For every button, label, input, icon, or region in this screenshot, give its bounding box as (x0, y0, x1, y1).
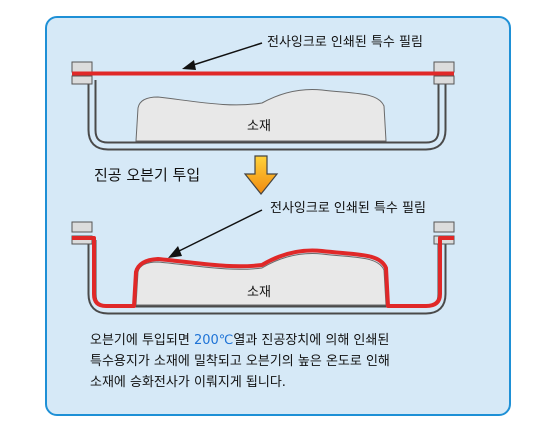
bottom-film-pointer (174, 209, 263, 254)
bottom-film-pointer-head (168, 246, 182, 258)
caption-temperature: 200℃ (193, 333, 234, 348)
down-arrow (243, 155, 279, 195)
step-label: 진공 오븐기 투입 (94, 166, 201, 184)
bottom-left-clamp (71, 221, 93, 233)
caption-line-1: 오븐기에 투입되면 200℃열과 진공장치에 의해 인쇄된 (90, 330, 500, 351)
bottom-right-clamp (433, 221, 455, 233)
caption: 오븐기에 투입되면 200℃열과 진공장치에 의해 인쇄된 특수용지가 소재에 … (90, 330, 500, 393)
top-material-label: 소재 (247, 119, 271, 134)
top-right-flange (433, 75, 455, 85)
bottom-chamber-inner (89, 240, 445, 313)
top-material-shape (135, 89, 387, 142)
caption-line-1-part-2: 열과 진공장치에 의해 인쇄된 (233, 333, 390, 348)
top-film-label: 전사잉크로 인쇄된 특수 필림 (267, 35, 423, 50)
top-film-pointer (189, 42, 263, 67)
bottom-material-shape (135, 253, 387, 306)
top-chamber (71, 42, 455, 151)
top-left-clamp (71, 61, 93, 73)
bottom-chamber (71, 209, 455, 315)
bottom-film-label: 전사잉크로 인쇄된 특수 필림 (270, 201, 426, 216)
top-film-pointer-head (182, 60, 196, 70)
bottom-film (72, 236, 454, 308)
caption-line-3: 소재에 승화전사가 이뤄지게 됩니다. (90, 375, 286, 390)
diagram-panel (45, 16, 511, 416)
top-left-flange (71, 75, 93, 85)
caption-line-1-part-1: 오븐기에 투입되면 (90, 333, 194, 348)
bottom-material-label: 소재 (247, 285, 271, 300)
caption-line-2: 특수용지가 소재에 밀착되고 오븐기의 높은 온도로 인해 (90, 354, 390, 369)
top-right-clamp (433, 61, 455, 73)
top-chamber-inner (89, 80, 445, 149)
